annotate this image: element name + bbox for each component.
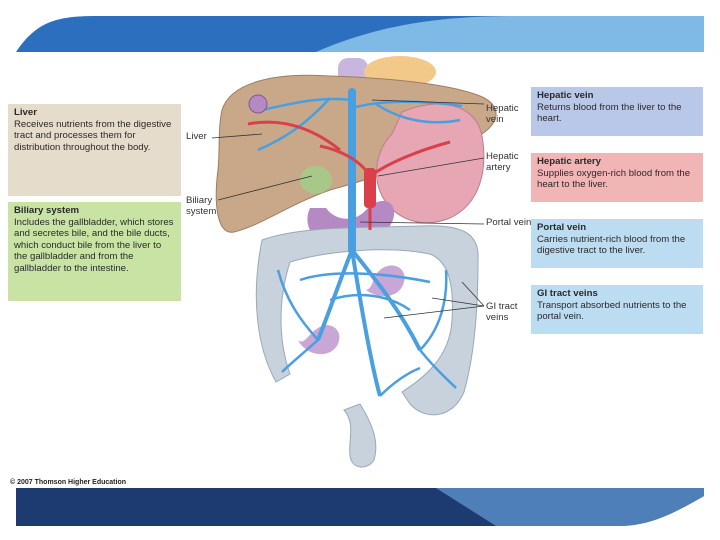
stomach-shape <box>376 103 485 224</box>
portal-vein-box-body: Carries nutrient-rich blood from the dig… <box>537 233 686 257</box>
bottom-banner <box>16 488 704 526</box>
biliary-box-body: Includes the gallbladder, which stores a… <box>14 216 174 274</box>
portal-vein-box-title: Portal vein <box>537 222 587 233</box>
biliary-box-title: Biliary system <box>14 205 80 216</box>
copyright-notice: © 2007 Thomson Higher Education <box>10 479 127 486</box>
gi-tract-veins-info-box: GI tract veins Transport absorbed nutrie… <box>531 285 703 334</box>
leader-lines <box>211 99 485 319</box>
hepatic-artery-info-box: Hepatic artery Supplies oxygen-rich bloo… <box>531 153 703 202</box>
gi-tract-veins-box-body: Transport absorbed nutrients to the port… <box>537 299 687 323</box>
small-intestine-loop <box>366 265 405 297</box>
celiac-trunk <box>364 168 376 208</box>
hepatic-vein-branches <box>257 97 463 152</box>
hepatic-vein-info-box: Hepatic vein Returns blood from the live… <box>531 87 703 136</box>
gallbladder-shape <box>300 166 332 194</box>
callout-hepatic-artery: Hepatic artery <box>486 151 519 173</box>
callout-hepatic-vein: Hepatic vein <box>486 103 519 125</box>
hepatic-vein-box-body: Returns blood from the liver to the hear… <box>537 101 682 125</box>
hepatic-vein-box-title: Hepatic vein <box>537 90 594 101</box>
colon-shape <box>255 225 479 416</box>
callout-biliary-system: Biliary system <box>186 195 217 217</box>
lobule-detail <box>248 94 268 114</box>
top-banner <box>16 16 704 52</box>
gi-tract-vein-network <box>276 269 457 397</box>
sigmoid-shape <box>343 403 377 468</box>
hepatic-artery-box-body: Supplies oxygen-rich blood from the hear… <box>537 167 691 191</box>
hepatic-artery-box-title: Hepatic artery <box>537 156 601 167</box>
liver-info-box: Liver Receives nutrients from the digest… <box>8 104 181 196</box>
callout-portal-vein: Portal vein <box>486 217 532 228</box>
callout-liver: Liver <box>186 131 207 142</box>
biliary-info-box: Biliary system Includes the gallbladder,… <box>8 202 181 301</box>
superior-mesenteric-vein <box>316 248 422 397</box>
portal-vein-info-box: Portal vein Carries nutrient-rich blood … <box>531 219 703 268</box>
gi-tract-veins-box-title: GI tract veins <box>537 288 598 299</box>
liver-box-title: Liver <box>14 107 37 118</box>
callout-gi-tract-veins: GI tract veins <box>486 301 518 323</box>
liver-box-body: Receives nutrients from the digestive tr… <box>14 118 172 153</box>
